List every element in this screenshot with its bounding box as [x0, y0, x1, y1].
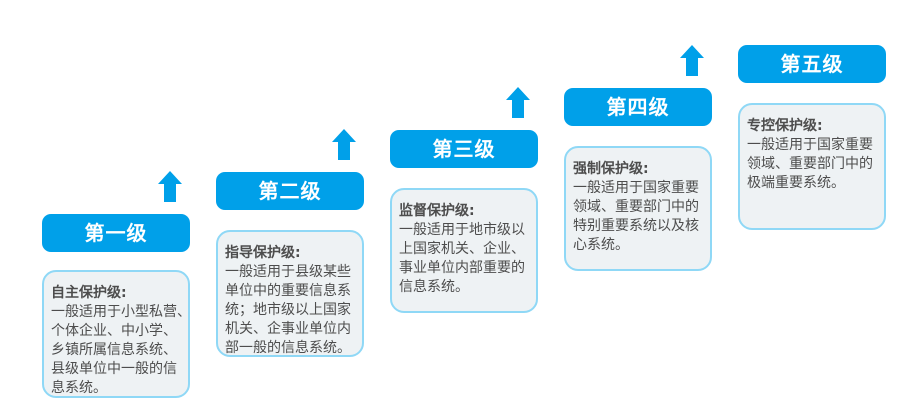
level-5-card: 专控保护级: 一般适用于国家重要 领域、重要部门中的 极端重要系统。 [738, 103, 886, 230]
level-5-card-title: 专控保护级: [747, 118, 823, 134]
level-3-label: 第三级 [432, 137, 496, 161]
level-4-label: 第四级 [606, 95, 670, 119]
level-4-card: 强制保护级: 一般适用于国家重要 领域、重要部门中的 特别重要系统以及核 心系统… [564, 146, 712, 271]
arrow-up-icon [680, 45, 704, 76]
level-1-card-body: 一般适用于小型私营、 个体企业、中小学、 乡镇所属信息系统、 县级单位中一般的信… [51, 304, 191, 396]
level-3-header: 第三级 [390, 130, 538, 168]
level-2-card-body: 一般适用于县级某些 单位中的重要信息系 统；地市级以上国家 机关、企事业单位内 … [225, 264, 351, 356]
level-5-card-body: 一般适用于国家重要 领域、重要部门中的 极端重要系统。 [747, 137, 873, 191]
level-1-label: 第一级 [84, 221, 148, 245]
level-2-header: 第二级 [216, 172, 364, 210]
level-2-label: 第二级 [258, 179, 322, 203]
arrow-up-icon [158, 171, 182, 202]
level-3-card: 监督保护级: 一般适用于地市级以 上国家机关、企业、 事业单位内部重要的 信息系… [390, 188, 538, 313]
level-5-header: 第五级 [738, 45, 886, 83]
level-4-card-title: 强制保护级: [573, 161, 649, 177]
level-1-card: 自主保护级: 一般适用于小型私营、 个体企业、中小学、 乡镇所属信息系统、 县级… [42, 270, 191, 398]
level-3-card-body: 一般适用于地市级以 上国家机关、企业、 事业单位内部重要的 信息系统。 [399, 222, 525, 295]
arrow-up-icon [332, 129, 356, 160]
level-1-header: 第一级 [42, 214, 190, 252]
level-2-card-title: 指导保护级: [225, 245, 301, 261]
level-1-card-title: 自主保护级: [51, 285, 127, 301]
level-4-card-body: 一般适用于国家重要 领域、重要部门中的 特别重要系统以及核 心系统。 [573, 180, 699, 253]
level-5-label: 第五级 [780, 52, 844, 76]
level-4-header: 第四级 [564, 88, 712, 126]
arrow-up-icon [506, 87, 530, 118]
level-3-card-title: 监督保护级: [399, 203, 475, 219]
level-2-card: 指导保护级: 一般适用于县级某些 单位中的重要信息系 统；地市级以上国家 机关、… [216, 230, 364, 357]
